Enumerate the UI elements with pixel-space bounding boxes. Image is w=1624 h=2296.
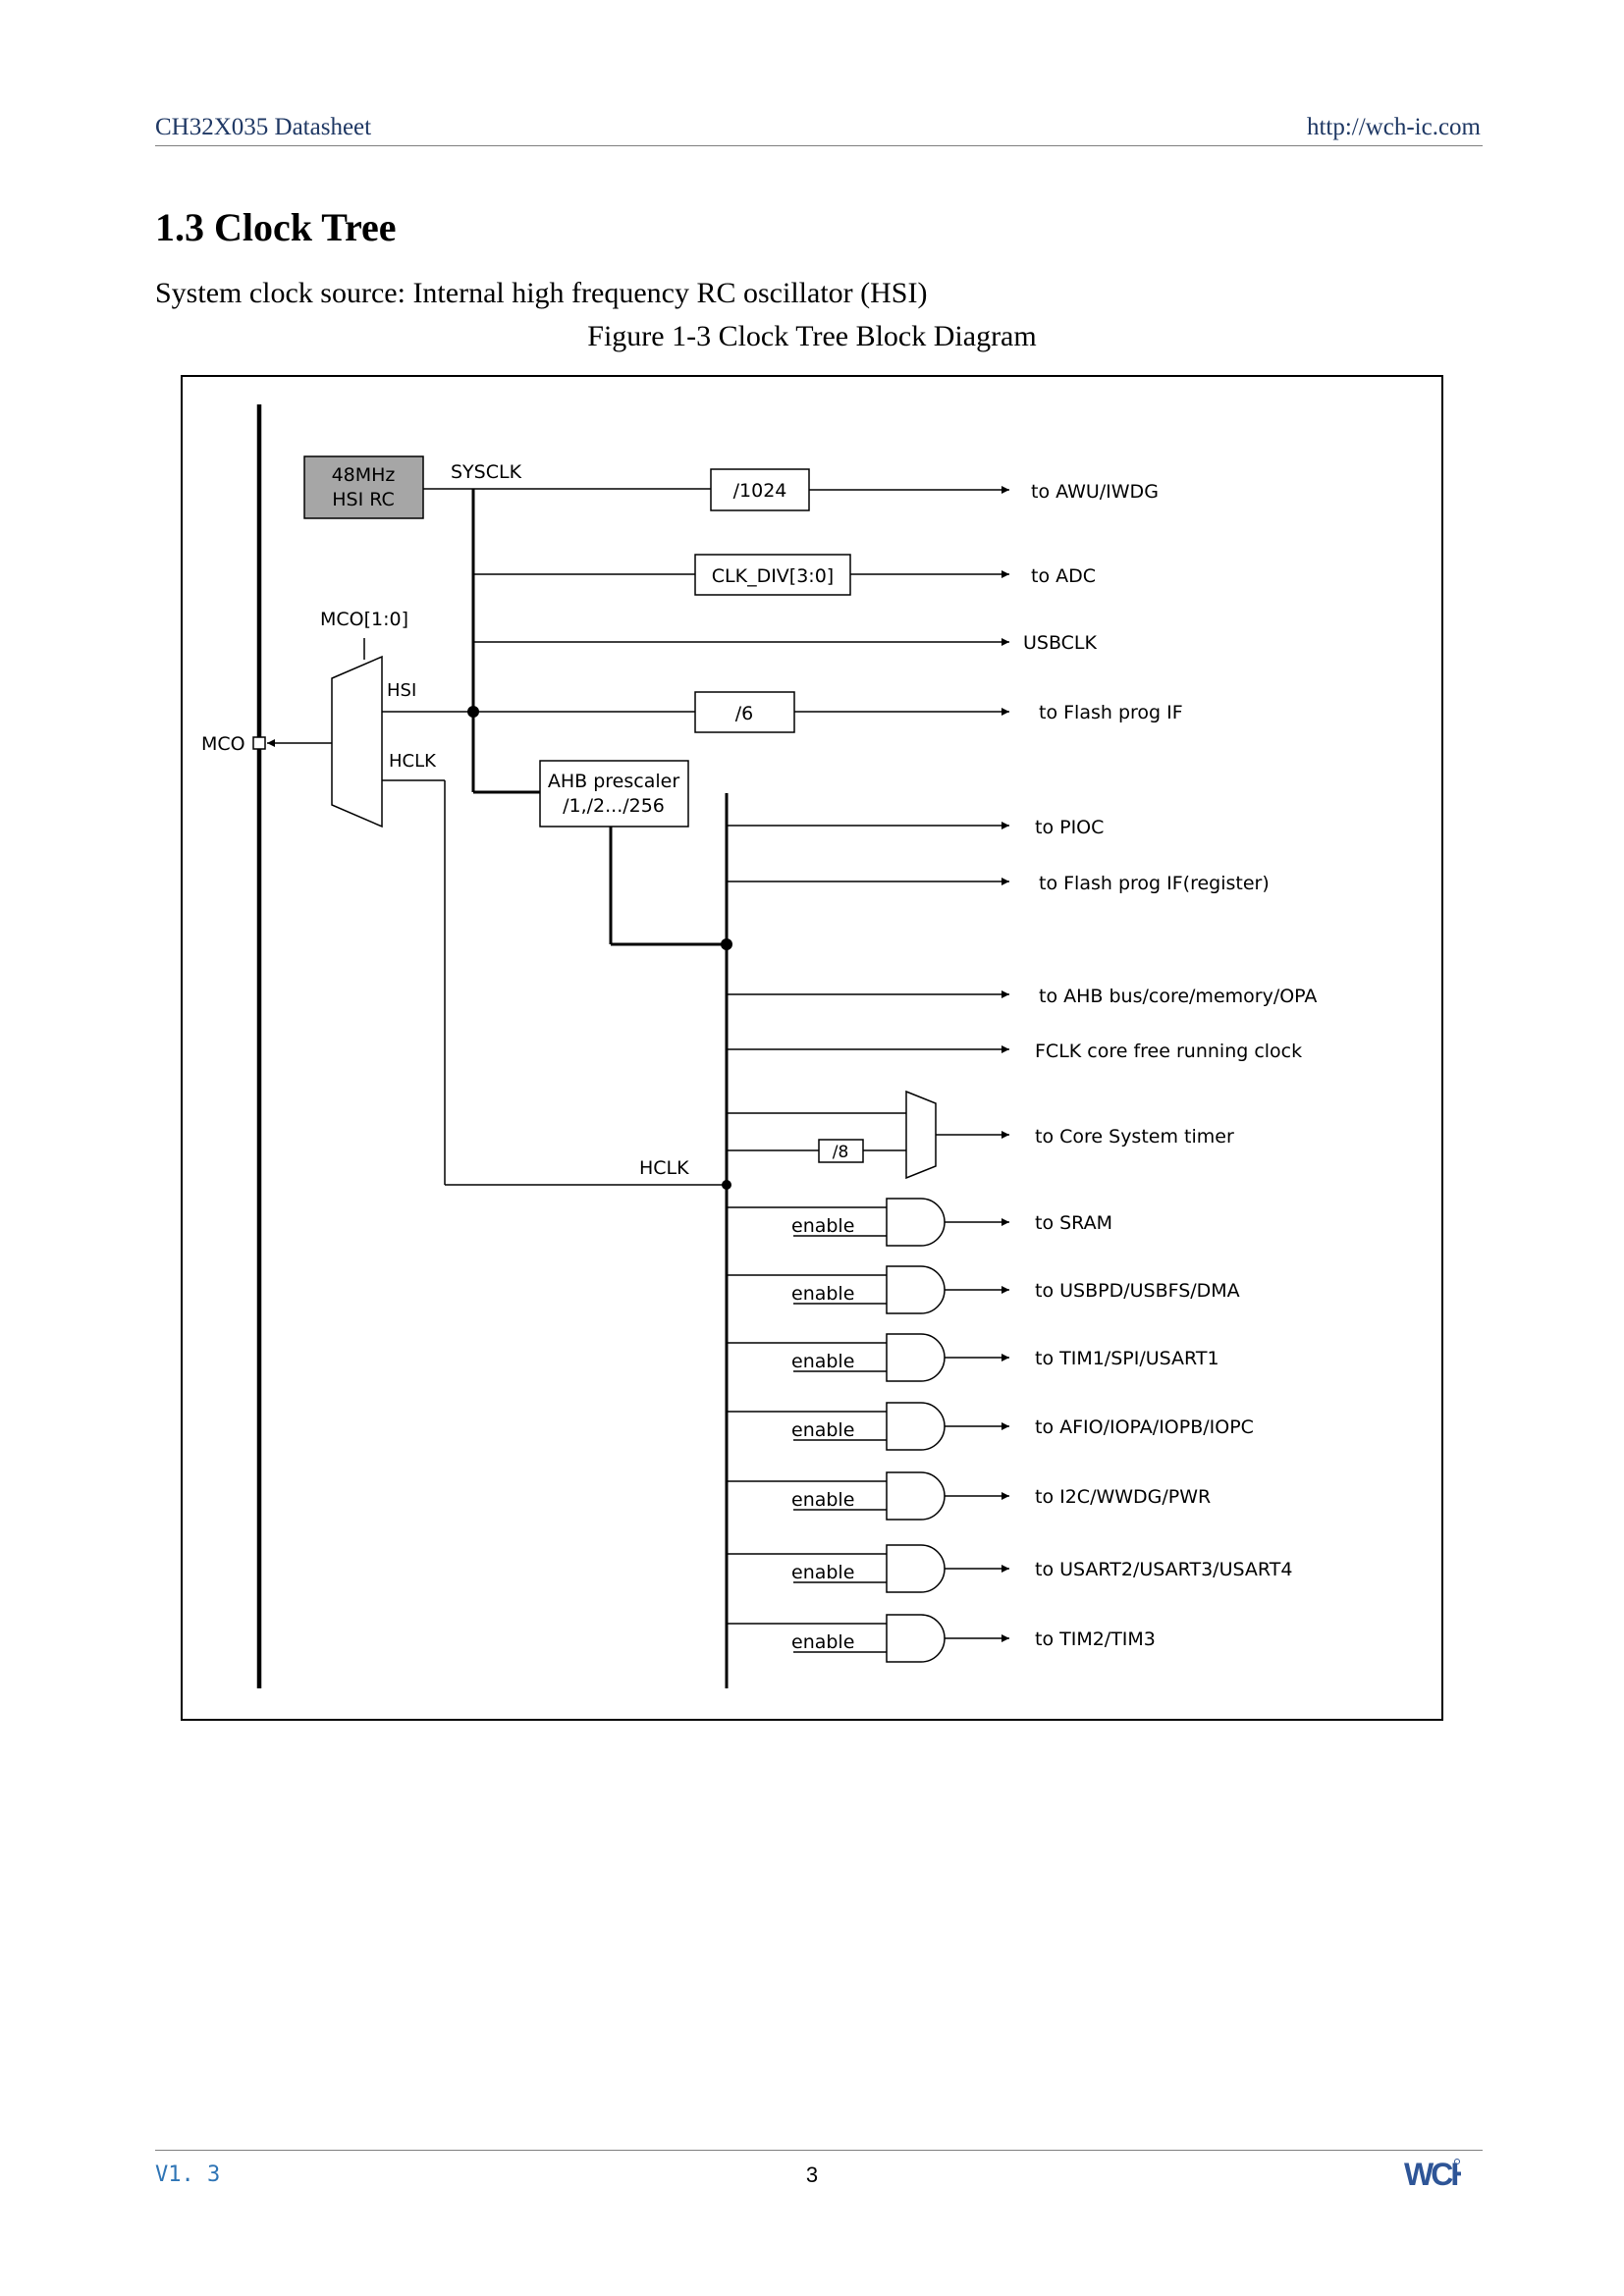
mco-label: MCO <box>201 733 245 755</box>
gate-target-label: to I2C/WWDG/PWR <box>1035 1486 1211 1508</box>
gate-enable-label: enable <box>791 1631 854 1653</box>
gate-target-label: to USBPD/USBFS/DMA <box>1035 1280 1240 1302</box>
gate-enable-label: enable <box>791 1283 854 1305</box>
gate-enable-label: enable <box>791 1489 854 1511</box>
gate-target-label: to USART2/USART3/USART4 <box>1035 1559 1292 1580</box>
header-rule <box>155 145 1483 146</box>
hclk-label: HCLK <box>639 1157 689 1179</box>
out-awu-iwdg: to AWU/IWDG <box>1031 481 1159 503</box>
mco-mux <box>331 655 383 828</box>
mco-select-label: MCO[1:0] <box>320 609 408 630</box>
sysclk-junction <box>467 706 479 718</box>
and-gate <box>886 1402 946 1451</box>
and-gate <box>886 1614 946 1663</box>
footer-page-number: 3 <box>805 2163 819 2187</box>
out-flash-prog-if: to Flash prog IF <box>1039 702 1183 723</box>
header-url[interactable]: http://wch-ic.com <box>1306 114 1481 140</box>
wch-logo-icon: WCH <box>1404 2157 1461 2189</box>
gate-enable-label: enable <box>791 1562 854 1583</box>
out-pioc: to PIOC <box>1035 817 1104 838</box>
out-adc: to ADC <box>1031 565 1096 587</box>
ahb-prescaler-label: AHB prescaler <box>548 771 679 792</box>
div-6-label: /6 <box>735 703 754 724</box>
header-title: CH32X035 Datasheet <box>155 114 372 140</box>
mco-pin <box>252 736 266 750</box>
section-title: 1.3 Clock Tree <box>155 205 397 249</box>
out-ahb-bus-core-memory-opa: to AHB bus/core/memory/OPA <box>1039 986 1317 1007</box>
hsi-rc-box <box>303 455 424 519</box>
and-gate <box>886 1333 946 1382</box>
and-gate <box>886 1265 946 1314</box>
hclk-junction <box>722 1180 731 1190</box>
out-flash-prog-if-register: to Flash prog IF(register) <box>1039 873 1270 894</box>
out-core-system-timer: to Core System timer <box>1035 1126 1234 1148</box>
ahb-prescaler-box <box>539 760 689 828</box>
svg-text:WCH: WCH <box>1404 2157 1461 2189</box>
gate-target-label: to TIM1/SPI/USART1 <box>1035 1348 1219 1369</box>
figure-caption: Figure 1-3 Clock Tree Block Diagram <box>587 320 1037 352</box>
clk-div-label: CLK_DIV[3:0] <box>712 565 834 587</box>
div-6-box <box>694 691 795 733</box>
gate-enable-label: enable <box>791 1351 854 1372</box>
gate-enable-label: enable <box>791 1419 854 1441</box>
section-paragraph: System clock source: Internal high frequ… <box>155 277 928 309</box>
hsi-rc-name: HSI RC <box>332 489 395 510</box>
mux-input-hclk: HCLK <box>389 751 437 772</box>
ahb-prescaler-ratio: /1,/2.../256 <box>563 795 665 817</box>
gated-clock-group: enable to SRAM enable to USBPD/USBFS/DMA ena… <box>727 1198 1292 1663</box>
and-gate <box>886 1198 946 1247</box>
and-gate <box>886 1544 946 1593</box>
gate-target-label: to AFIO/IOPA/IOPB/IOPC <box>1035 1416 1254 1438</box>
gate-target-label: to SRAM <box>1035 1212 1112 1234</box>
mux-input-hsi: HSI <box>387 680 416 701</box>
div-8-label: /8 <box>833 1143 849 1162</box>
out-fclk: FCLK core free running clock <box>1035 1041 1302 1062</box>
gate-target-label: to TIM2/TIM3 <box>1035 1629 1156 1650</box>
and-gate <box>886 1471 946 1521</box>
footer-version: V1. 3 <box>155 2163 221 2187</box>
diagram-frame <box>181 375 1443 1721</box>
out-usbclk: USBCLK <box>1023 632 1098 654</box>
div-1024-label: /1024 <box>733 480 787 502</box>
clk-div-box <box>694 554 851 596</box>
hsi-rc-freq: 48MHz <box>332 464 396 486</box>
systick-mux <box>905 1090 937 1180</box>
sysclk-label: SYSCLK <box>451 461 522 483</box>
footer-rule <box>155 2150 1483 2151</box>
div-1024-box <box>710 468 810 511</box>
gate-enable-label: enable <box>791 1215 854 1237</box>
